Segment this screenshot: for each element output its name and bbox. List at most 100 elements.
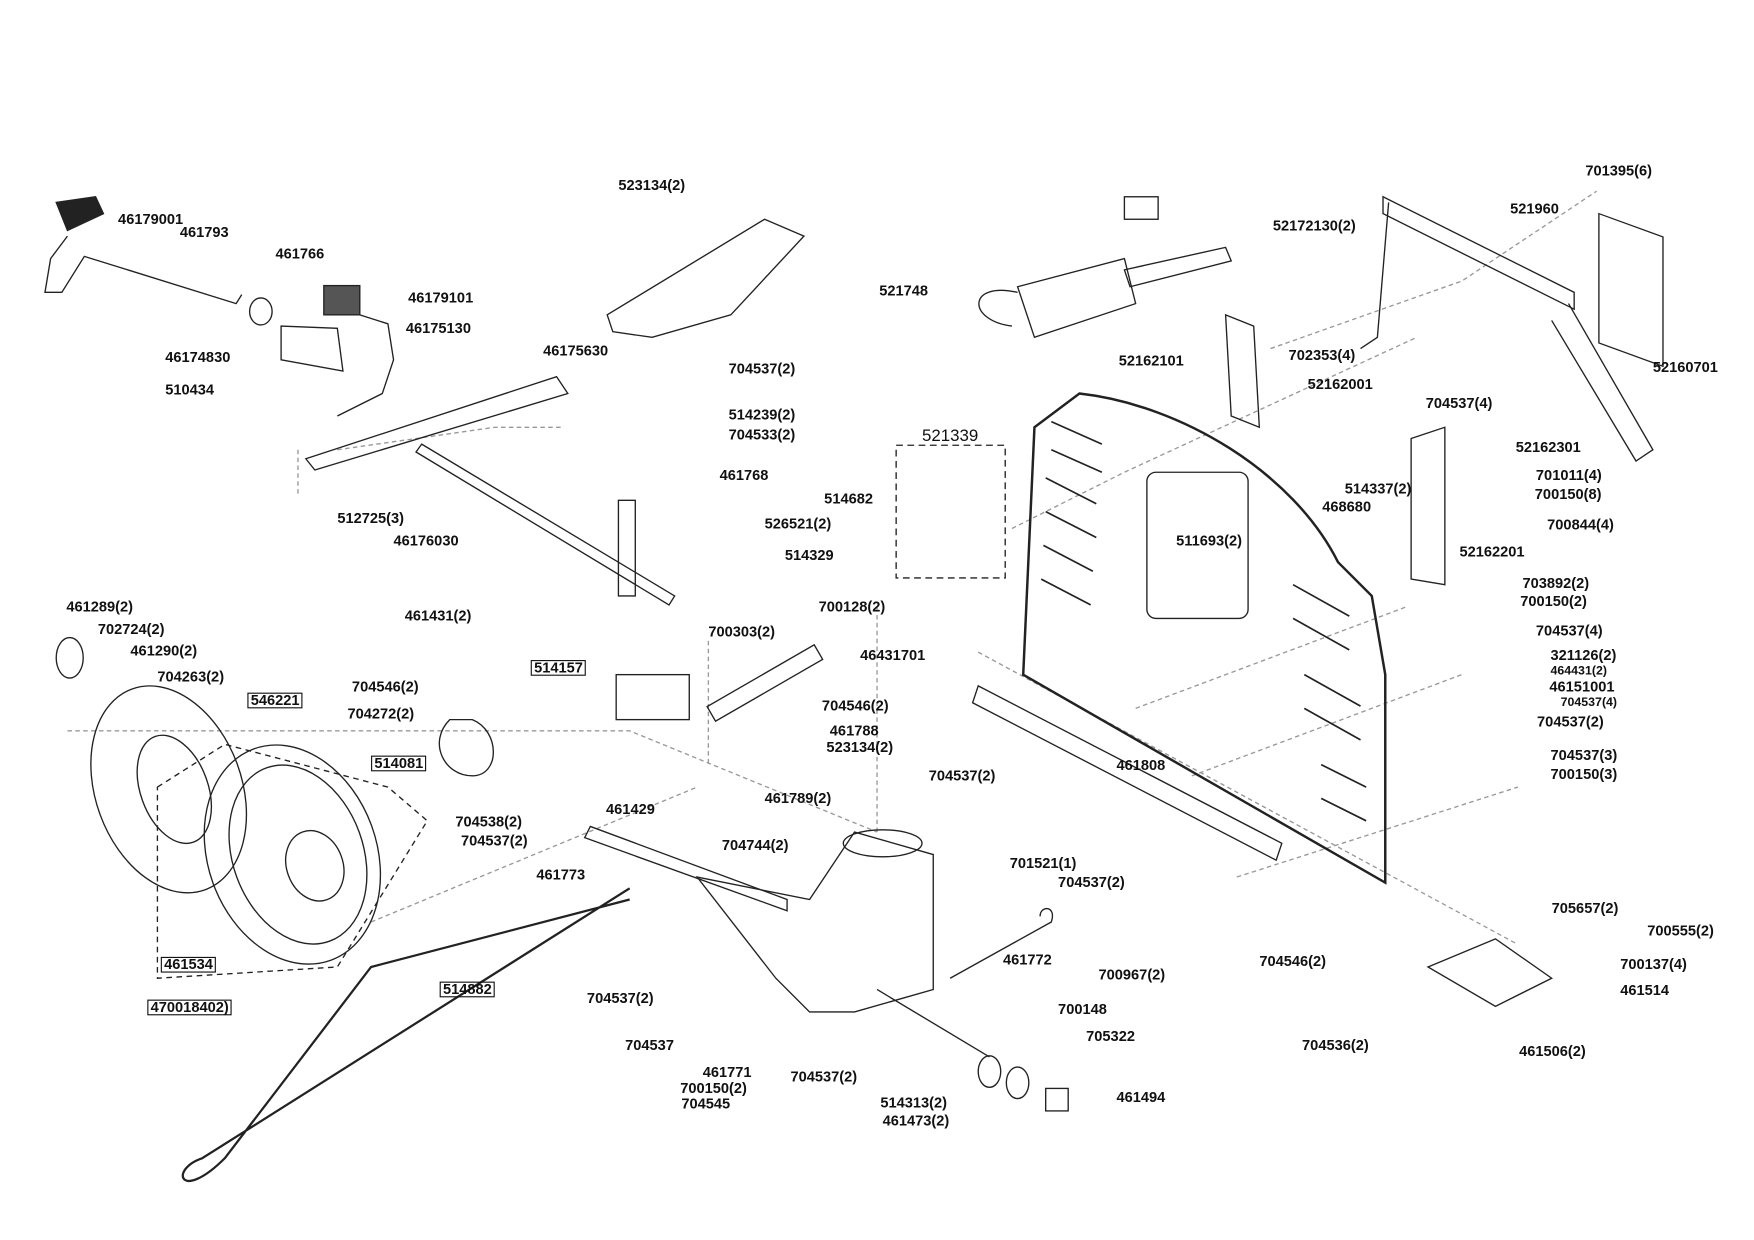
part-callout: 704537(3) [1550, 746, 1618, 764]
part-callout: 704537(4) [1535, 621, 1603, 639]
part-callout: 701395(6) [1585, 161, 1653, 179]
drive-belt-514882 [181, 887, 631, 1182]
bearing-514081 [438, 718, 494, 777]
part-callout: 704537(2) [1058, 873, 1125, 891]
wheel-assembly-outline [156, 743, 429, 979]
part-callout: 700128(2) [818, 598, 886, 616]
rear-wheels [55, 636, 382, 965]
part-callout: 514239(2) [728, 405, 796, 423]
part-callout: 703892(2) [1522, 574, 1590, 592]
lift-actuator [978, 196, 1233, 339]
part-callout: 514081 [371, 755, 427, 772]
part-callout: 514157 [530, 660, 587, 676]
part-callout: 700150(2) [1520, 592, 1587, 610]
part-callout: 52162301 [1515, 438, 1581, 456]
part-callout: 704537 [625, 1036, 674, 1054]
part-callout: 461534 [160, 957, 217, 973]
part-callout: 52160701 [1652, 358, 1718, 376]
part-callout: 461766 [275, 245, 325, 262]
part-callout: 52162001 [1307, 375, 1373, 393]
part-callout: 461431(2) [404, 607, 472, 625]
part-callout: 461772 [1002, 951, 1052, 969]
part-callout: 700967(2) [1098, 965, 1166, 983]
part-callout: 468680 [1322, 498, 1372, 515]
part-callout: 461290(2) [130, 642, 198, 659]
part-callout: 704546(2) [351, 678, 419, 695]
part-callout: 521748 [879, 282, 929, 300]
part-callout: 704537(4) [1425, 394, 1493, 412]
part-callout: 461429 [606, 800, 655, 818]
part-callout: 704536(2) [1302, 1036, 1369, 1054]
part-callout: 46174830 [165, 348, 231, 366]
part-callout: 700150(3) [1550, 765, 1618, 783]
part-callout: 702724(2) [97, 620, 165, 638]
part-callout: 461473(2) [882, 1112, 950, 1129]
part-callout: 521960 [1510, 200, 1559, 218]
part-callout: 461289(2) [66, 598, 133, 616]
rear-panel [1021, 392, 1387, 885]
panel-vents [1040, 420, 1367, 822]
part-callout: 700844(4) [1547, 516, 1614, 533]
part-callout: 704537(2) [928, 766, 996, 784]
part-callout: 523134(2) [826, 738, 894, 756]
bracket-52162201 [1410, 426, 1446, 586]
part-callout: 704537(4) [1560, 696, 1618, 710]
part-callout: 704537(2) [790, 1068, 858, 1086]
part-callout: 461771 [702, 1063, 752, 1081]
part-callout: 461773 [536, 865, 586, 883]
part-callout: 700150(8) [1534, 485, 1602, 503]
part-callout: 461789(2) [764, 789, 832, 807]
part-callout: 704545 [681, 1095, 731, 1113]
part-callout: 700555(2) [1647, 922, 1714, 939]
part-callout: 704537(2) [728, 359, 796, 377]
rod-461788 [706, 643, 824, 723]
part-callout: 701011(4) [1535, 466, 1602, 484]
part-callout: 526521(2) [764, 514, 832, 532]
part-callout: 704537(2) [461, 832, 528, 849]
part-callout: 461506(2) [1519, 1042, 1586, 1060]
part-callout: 46179001 [118, 210, 184, 228]
part-callout: 46175130 [405, 319, 471, 337]
part-callout: 46179101 [408, 288, 474, 306]
part-callout: 461494 [1116, 1088, 1166, 1106]
group-callout-521339: 521339 [922, 426, 979, 446]
part-callout: 461514 [1620, 981, 1670, 999]
part-callout: 46175630 [543, 341, 609, 359]
bracket-52162101 [1224, 313, 1261, 429]
mounting-bracket [606, 218, 806, 339]
part-callout: 510434 [165, 381, 215, 399]
group-box-521339 [895, 444, 1006, 579]
part-callout: 514682 [824, 490, 873, 508]
part-callout: 523134(2) [618, 176, 686, 194]
part-callout: 512725(3) [337, 509, 404, 527]
part-callout: 704533(2) [728, 426, 796, 444]
part-callout: 701521(1) [1009, 854, 1077, 872]
part-callout: 700303(2) [708, 622, 776, 640]
part-callout: 514313(2) [880, 1094, 948, 1111]
switch-bracket-514157 [615, 673, 690, 721]
spring-461772 [949, 907, 1054, 979]
transaxle [583, 825, 1069, 1112]
part-callout: 704744(2) [721, 836, 789, 854]
assembly-guide-lines [67, 190, 1598, 946]
part-callout: 46176030 [393, 531, 459, 549]
plate-461514 [1426, 938, 1553, 1008]
part-callout: 514337(2) [1344, 480, 1412, 497]
panel-window [1146, 471, 1249, 620]
part-callout: 704538(2) [455, 812, 523, 830]
part-callout: 464431(2) [1550, 664, 1607, 679]
part-callout: 704546(2) [821, 697, 889, 714]
part-callout: 46151001 [1549, 678, 1615, 695]
part-callout: 514329 [784, 546, 834, 564]
part-callout: 700150(2) [680, 1079, 747, 1097]
lift-arm [1360, 195, 1654, 462]
plate-521960 [1598, 212, 1664, 368]
part-callout: 461788 [829, 721, 879, 739]
part-callout: 702353(4) [1288, 346, 1356, 364]
part-callout: 705322 [1086, 1027, 1135, 1045]
part-callout: 700148 [1058, 1000, 1107, 1018]
part-callout: 52162201 [1459, 543, 1525, 560]
part-callout: 700137(4) [1620, 955, 1687, 973]
part-callout: 514882 [439, 981, 496, 998]
